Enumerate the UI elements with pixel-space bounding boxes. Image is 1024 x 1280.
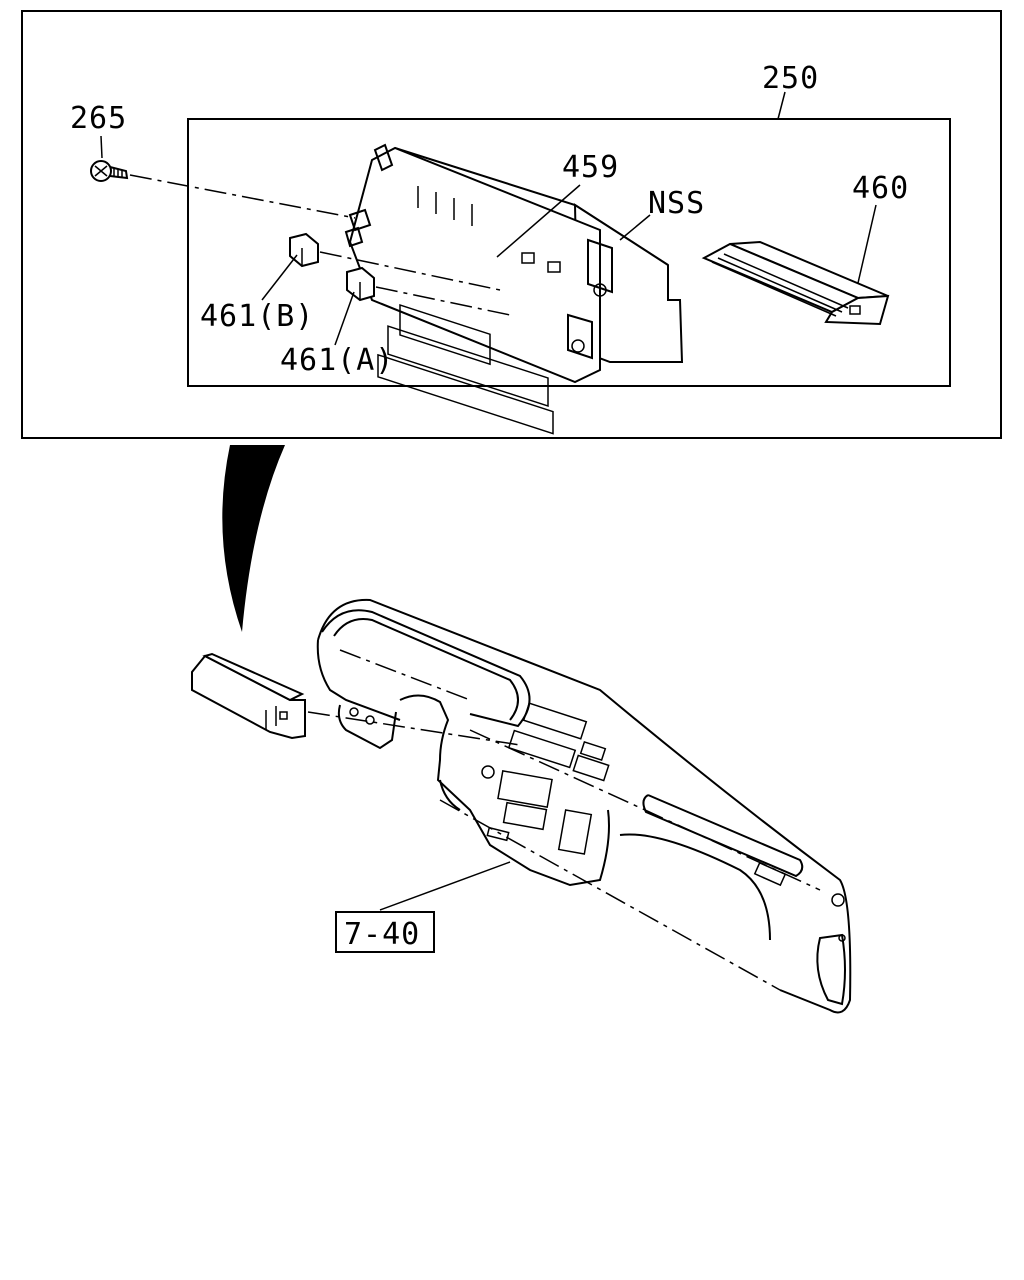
- leader-265: [100, 135, 103, 159]
- knob-b-alignment-line: [319, 251, 501, 291]
- callout-nss: NSS: [648, 186, 705, 221]
- callout-461b: 461(B): [200, 299, 314, 334]
- cassette-module-icon: [701, 240, 890, 326]
- detail-frame: [21, 10, 1002, 439]
- reference-box: [335, 911, 435, 953]
- leader-250: [777, 91, 786, 120]
- screw-alignment-line: [129, 174, 356, 219]
- detail-connector-wedge: [222, 445, 285, 632]
- callout-265: 265: [70, 101, 127, 136]
- leader-459: [496, 184, 581, 258]
- callout-461a: 461(A): [280, 343, 394, 378]
- screw-icon: [90, 160, 129, 182]
- knob-b-icon: [289, 232, 319, 268]
- callout-459: 459: [562, 150, 619, 185]
- leader-460: [857, 204, 877, 284]
- radio-unit-icon: [344, 143, 684, 435]
- callout-250: 250: [762, 61, 819, 96]
- dashboard-icon: [316, 598, 852, 1014]
- removed-unit-alignment-line: [307, 711, 521, 746]
- removed-unit-icon: [191, 652, 306, 740]
- leader-nss: [619, 214, 651, 241]
- knob-a-alignment-line: [375, 286, 511, 316]
- assembly-box: [187, 118, 951, 387]
- leader-461b: [261, 254, 298, 301]
- callout-460: 460: [852, 171, 909, 206]
- leader-7-40: [379, 861, 511, 911]
- callout-7-40: 7-40: [344, 917, 420, 952]
- leader-461a: [334, 291, 355, 346]
